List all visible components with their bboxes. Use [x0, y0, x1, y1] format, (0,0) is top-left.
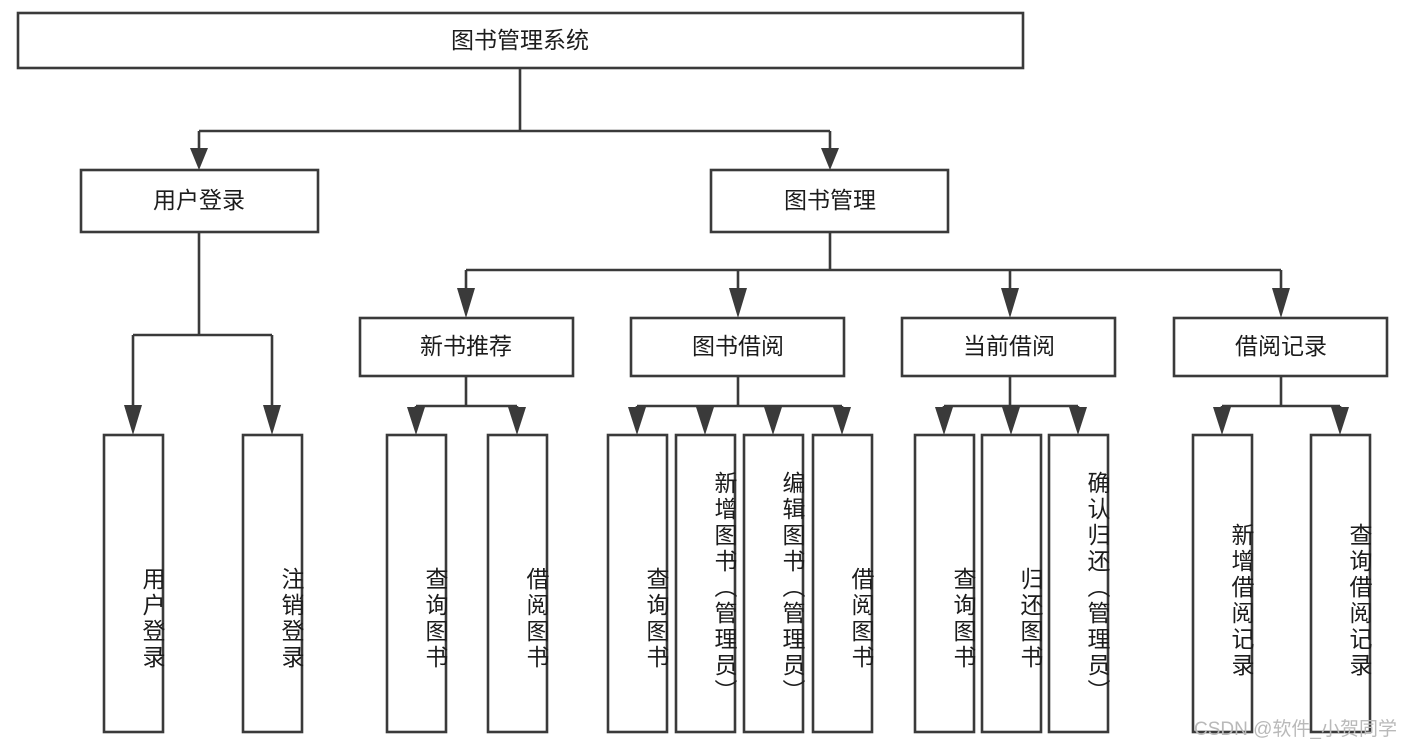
node-new-book-recommend[interactable] [358, 316, 575, 378]
node-new-book-recommend-label: 新书推荐 [420, 333, 512, 359]
arrowhead-currentborrow-leaf-1 [935, 407, 953, 435]
watermark-text: CSDN @软件_小贺同学 [1194, 719, 1397, 740]
arrowhead-level3-2 [729, 288, 747, 318]
node-leaf-book-borrow-1[interactable] [606, 433, 669, 734]
node-leaf-borrow-record-2[interactable] [1309, 433, 1372, 734]
node-current-borrow-label: 当前借阅 [963, 333, 1055, 359]
node-book-manage-label: 图书管理 [784, 187, 876, 213]
node-book-manage[interactable] [709, 168, 950, 234]
connector-layer [124, 68, 1349, 435]
node-leaf-current-borrow-3[interactable] [1047, 433, 1110, 734]
arrowhead-newbook-leaf-2 [508, 407, 526, 435]
node-leaf-user-login-2[interactable] [241, 433, 304, 734]
node-layer: 图书管理系统 用户登录 图书管理 新书推荐 图书借阅 当前借阅 借阅记录 [16, 11, 1389, 734]
arrowhead-level3-1 [457, 288, 475, 318]
arrowhead-book-manage [821, 148, 839, 170]
node-book-borrow[interactable] [629, 316, 846, 378]
arrowhead-bookborrow-leaf-4 [833, 407, 851, 435]
arrowhead-level3-3 [1001, 288, 1019, 318]
arrowhead-bookborrow-leaf-3 [764, 407, 782, 435]
node-borrow-record[interactable] [1172, 316, 1389, 378]
node-root-label: 图书管理系统 [451, 27, 589, 53]
node-leaf-book-borrow-3[interactable] [742, 433, 805, 734]
node-leaf-borrow-record-1[interactable] [1191, 433, 1254, 734]
node-leaf-new-book-1[interactable] [385, 433, 448, 734]
arrowhead-bookborrow-leaf-1 [628, 407, 646, 435]
node-leaf-book-borrow-4[interactable] [811, 433, 874, 734]
node-user-login-label: 用户登录 [153, 187, 245, 213]
node-leaf-new-book-2[interactable] [486, 433, 549, 734]
node-user-login[interactable] [79, 168, 320, 234]
arrowhead-bookborrow-leaf-2 [696, 407, 714, 435]
arrowhead-currentborrow-leaf-2 [1002, 407, 1020, 435]
node-leaf-current-borrow-1[interactable] [913, 433, 976, 734]
node-borrow-record-label: 借阅记录 [1235, 333, 1327, 359]
node-root[interactable] [16, 11, 1025, 70]
node-leaf-current-borrow-2[interactable] [980, 433, 1043, 734]
node-current-borrow[interactable] [900, 316, 1117, 378]
arrowhead-user-login [190, 148, 208, 170]
node-leaf-user-login-1[interactable] [102, 433, 165, 734]
arrowhead-level3-4 [1272, 288, 1290, 318]
arrowhead-userlogin-leaf-2 [263, 405, 281, 435]
arrowhead-borrowrecord-leaf-1 [1213, 407, 1231, 435]
arrowhead-userlogin-leaf-1 [124, 405, 142, 435]
arrowhead-currentborrow-leaf-3 [1069, 407, 1087, 435]
arrowhead-newbook-leaf-1 [407, 407, 425, 435]
node-book-borrow-label: 图书借阅 [692, 333, 784, 359]
node-leaf-book-borrow-2[interactable] [674, 433, 737, 734]
arrowhead-borrowrecord-leaf-2 [1331, 407, 1349, 435]
